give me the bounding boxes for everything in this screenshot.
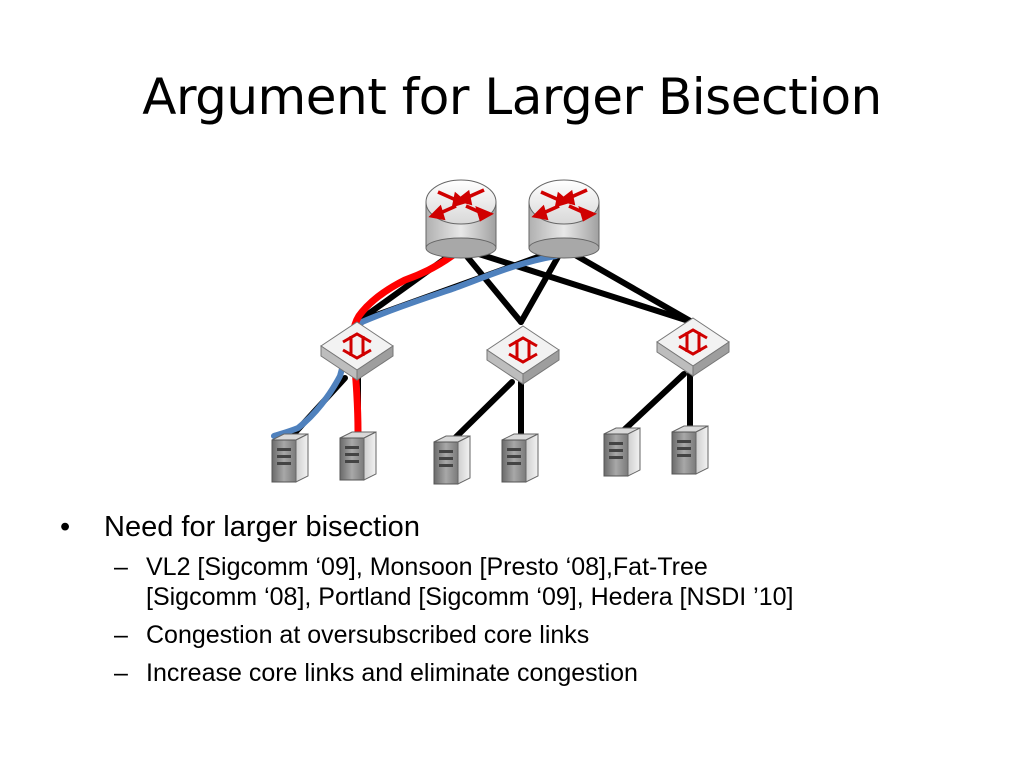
bullet-item: • Need for larger bisection [60, 508, 1000, 546]
link-core1-agg3 [457, 245, 695, 325]
sub-bullet-marker: – [114, 553, 128, 581]
server-icon [271, 433, 309, 483]
router-icon [425, 179, 497, 259]
sub-bullet-text: Congestion at oversubscribed core links [146, 621, 590, 649]
server-icon [603, 427, 641, 477]
link-core2-agg2 [518, 245, 566, 325]
bullet-text: Need for larger bisection [104, 511, 420, 543]
server-icon [433, 435, 471, 485]
sub-bullet-text-line1: VL2 [Sigcomm ‘09], Monsoon [Presto ‘08],… [146, 553, 708, 581]
server-icon [339, 431, 377, 481]
server-icon [501, 433, 539, 483]
sub-bullet-marker: – [114, 659, 128, 687]
slide-title: Argument for Larger Bisection [142, 68, 882, 126]
link-agg2-server3 [452, 379, 515, 441]
sub-bullet-marker: – [114, 621, 128, 649]
switch-icon [486, 325, 560, 385]
sub-bullet-item: – Increase core links and eliminate cong… [60, 658, 1000, 688]
core-links [354, 245, 695, 325]
router-icon [528, 179, 600, 259]
sub-bullet-text-line2: [Sigcomm ‘08], Portland [Sigcomm ‘09], H… [146, 583, 794, 611]
sub-bullet-item: – VL2 [Sigcomm ‘09], Monsoon [Presto ‘08… [60, 552, 1000, 612]
link-core2-agg3 [560, 245, 695, 325]
sub-bullet-item: – Congestion at oversubscribed core link… [60, 620, 1000, 650]
server-icon [671, 425, 709, 475]
switch-icon [320, 321, 394, 381]
sub-bullet-text: Increase core links and eliminate conges… [146, 659, 638, 687]
bullet-marker: • [60, 511, 71, 543]
switch-icon [656, 317, 730, 377]
link-agg3-server5 [621, 371, 687, 433]
bullet-list: • Need for larger bisection – VL2 [Sigco… [60, 508, 1000, 688]
link-core1-agg2 [457, 245, 524, 325]
red-path [349, 245, 465, 436]
